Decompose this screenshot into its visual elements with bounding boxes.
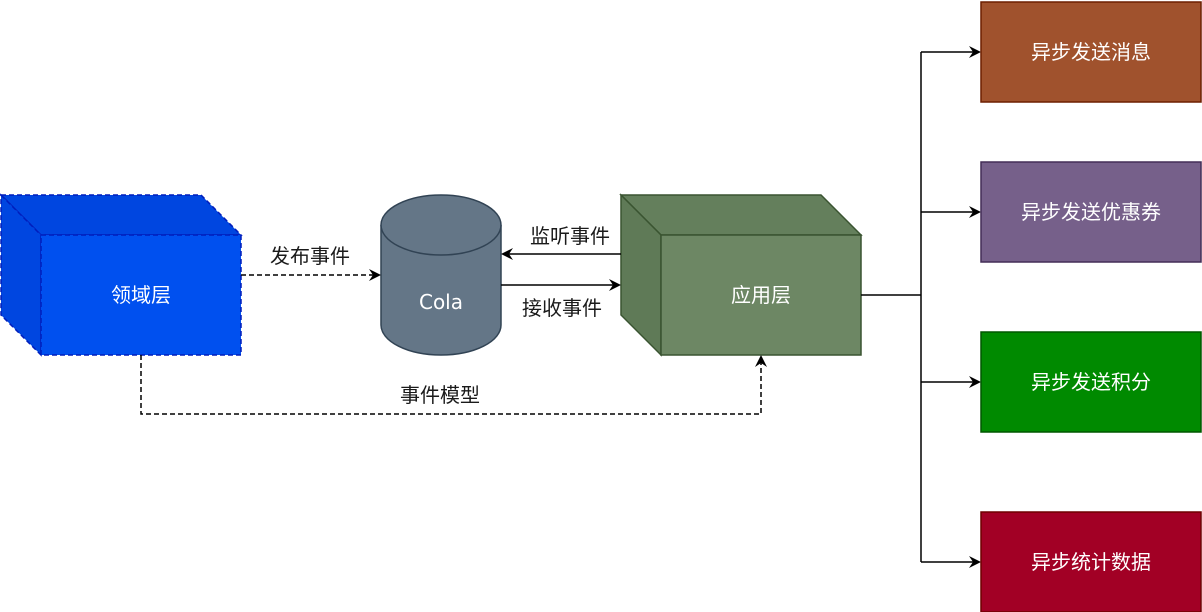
listen-event-label: 监听事件 bbox=[530, 224, 610, 248]
receive-event-edge: 接收事件 bbox=[501, 279, 621, 320]
async-stats-label: 异步统计数据 bbox=[1031, 550, 1151, 574]
async-message-node[interactable]: 异步发送消息 bbox=[980, 1, 1202, 103]
receive-event-label: 接收事件 bbox=[522, 296, 602, 320]
async-coupon-label: 异步发送优惠券 bbox=[1021, 200, 1161, 224]
async-message-label: 异步发送消息 bbox=[1031, 40, 1151, 64]
app-layer-node[interactable]: 应用层 bbox=[619, 193, 863, 357]
async-points-label: 异步发送积分 bbox=[1031, 370, 1151, 394]
async-points-node[interactable]: 异步发送积分 bbox=[980, 331, 1202, 433]
domain-layer-node[interactable]: 领域层 bbox=[0, 193, 243, 357]
async-stats-node[interactable]: 异步统计数据 bbox=[980, 511, 1202, 612]
cola-label: Cola bbox=[419, 290, 463, 314]
event-model-edge: 事件模型 bbox=[140, 355, 767, 415]
publish-event-label: 发布事件 bbox=[270, 244, 350, 268]
app-layer-label: 应用层 bbox=[731, 283, 791, 307]
domain-layer-label: 领域层 bbox=[111, 283, 171, 307]
fanout-connectors bbox=[861, 46, 981, 568]
listen-event-edge: 监听事件 bbox=[501, 224, 621, 260]
publish-event-edge: 发布事件 bbox=[241, 244, 381, 281]
async-coupon-node[interactable]: 异步发送优惠券 bbox=[980, 161, 1202, 263]
cola-node[interactable]: Cola bbox=[380, 194, 502, 356]
event-model-label: 事件模型 bbox=[400, 383, 480, 407]
